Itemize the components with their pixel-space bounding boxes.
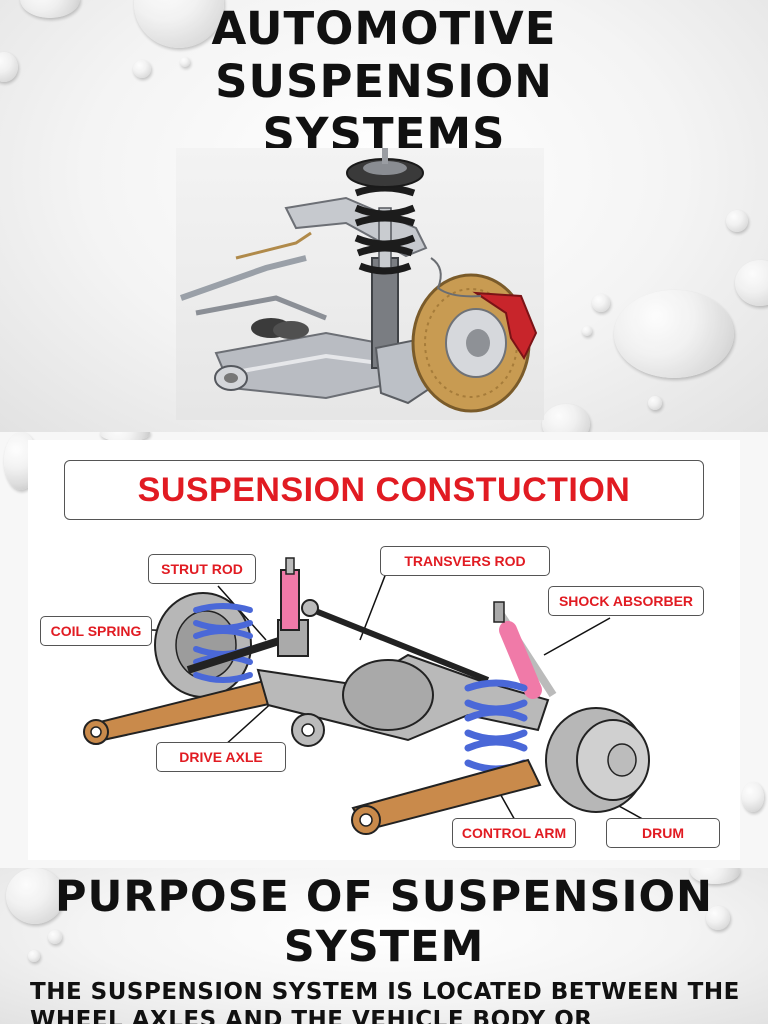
diagram-heading: SUSPENSION CONSTUCTION [64,460,704,520]
label-control-arm: CONTROL ARM [452,818,576,848]
water-drop [726,210,748,232]
water-drop [735,260,768,306]
water-drop [648,396,662,410]
label-text: DRIVE AXLE [179,749,263,765]
water-drop [542,404,590,432]
purpose-body-text: THE SUSPENSION SYSTEM IS LOCATED BETWEEN… [30,979,740,1024]
title-line: SUSPENSION [215,55,553,108]
label-drum: DRUM [606,818,720,848]
label-text: TRANSVERS ROD [404,553,526,569]
slide-title-heading: AUTOMOTIVE SUSPENSION SYSTEMS [0,2,768,161]
title-line: AUTOMOTIVE [211,2,557,55]
title-line: PURPOSE OF SUSPENSION [54,872,714,922]
water-drop [582,326,592,336]
label-text: CONTROL ARM [461,825,567,841]
water-drop [180,57,190,67]
label-text: DRUM [642,825,684,841]
title-line: SYSTEM [283,922,485,972]
suspension-photo [176,148,544,420]
water-drop [614,290,734,378]
water-drop [0,52,18,82]
label-coil-spring: COIL SPRING [40,616,152,646]
slide-construction: SUSPENSION CONSTUCTION [0,432,768,868]
label-text: SHOCK ABSORBER [558,593,694,609]
label-drive-axle: DRIVE AXLE [156,742,286,772]
label-text: STRUT ROD [161,561,243,577]
water-drop [742,782,764,812]
water-drop [28,950,40,962]
construction-diagram: SUSPENSION CONSTUCTION [28,440,740,860]
water-drop [100,432,150,442]
label-shock-absorber: SHOCK ABSORBER [548,586,704,616]
water-drop [592,294,610,312]
water-drop [20,0,80,18]
water-drop [48,930,62,944]
slide-title: AUTOMOTIVE SUSPENSION SYSTEMS [0,0,768,432]
water-drop [706,906,730,930]
slide-purpose: PURPOSE OF SUSPENSION SYSTEM THE SUSPENS… [0,868,768,1024]
water-drop [690,868,740,884]
water-drop [6,868,64,924]
diagram-heading-text: SUSPENSION CONSTUCTION [137,470,631,509]
water-drop [133,60,151,78]
label-transvers-rod: TRANSVERS ROD [380,546,550,576]
label-strut-rod: STRUT ROD [148,554,256,584]
label-text: COIL SPRING [50,623,142,639]
purpose-heading: PURPOSE OF SUSPENSION SYSTEM [0,872,768,972]
